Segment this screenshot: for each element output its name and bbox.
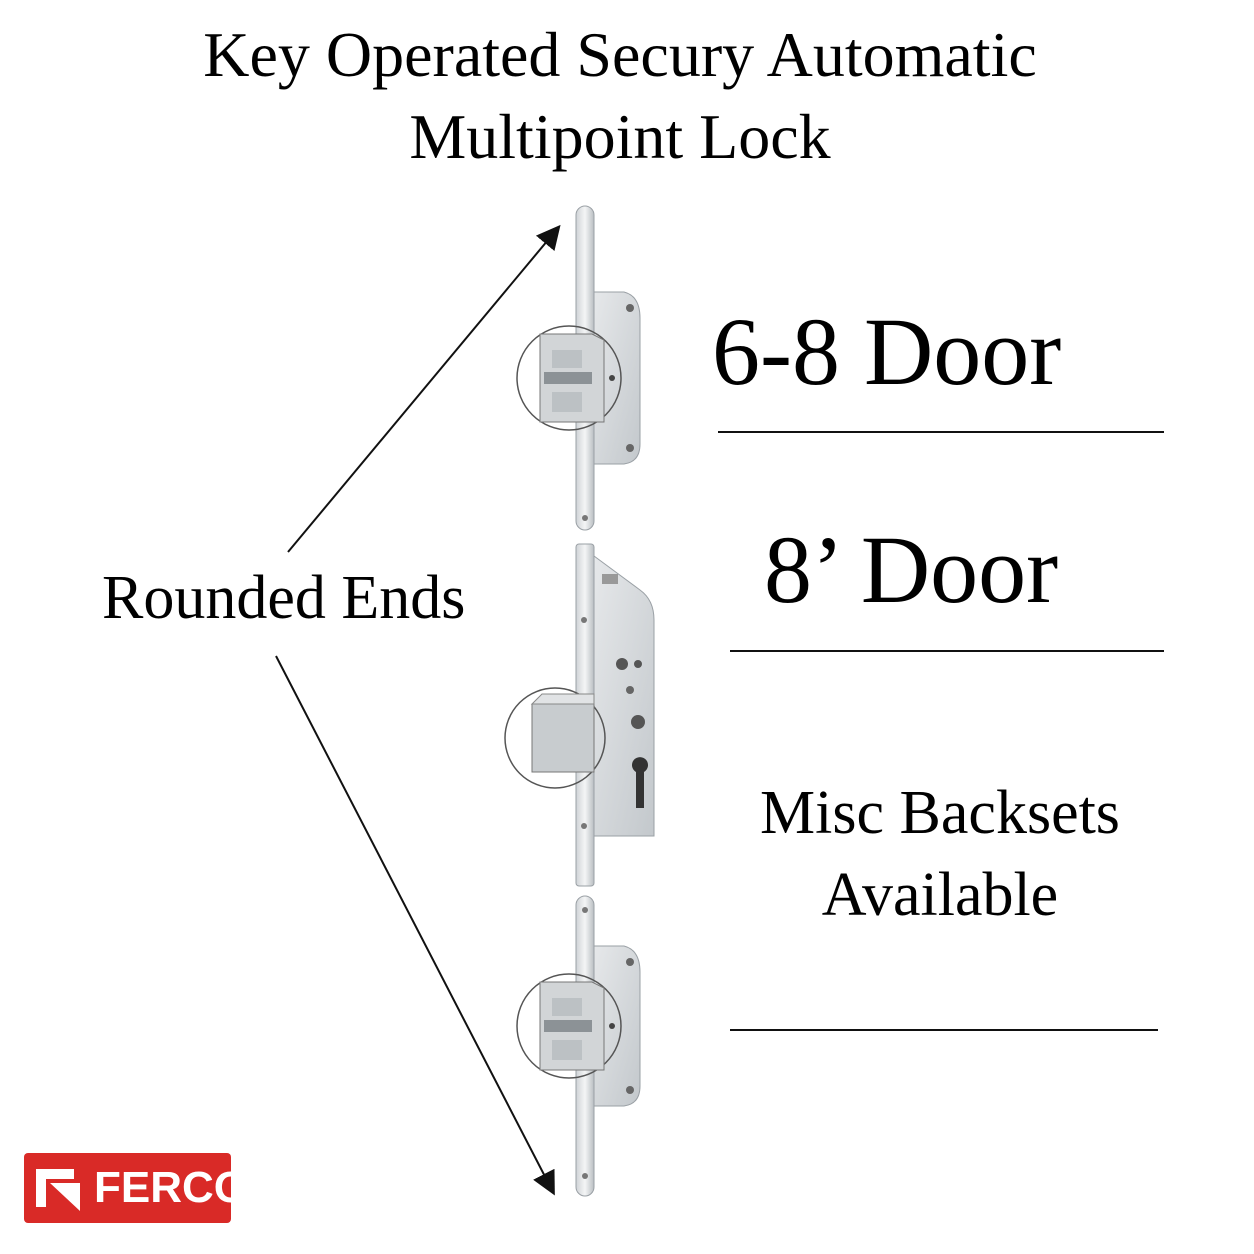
title-line-2: Multipoint Lock: [409, 101, 831, 172]
arrow-up-icon: [287, 224, 561, 553]
title-line-1: Key Operated Secury Automatic: [203, 19, 1037, 90]
rounded-ends-label: Rounded Ends: [102, 564, 466, 632]
page-title: Key Operated Secury Automatic Multipoint…: [0, 14, 1240, 178]
ferco-logo: FERCO: [24, 1153, 248, 1223]
misc-backsets-line-1: Misc Backsets: [760, 779, 1120, 847]
door-6-8-label: 6-8 Door: [712, 298, 1062, 405]
misc-backsets-line-2: Available: [821, 861, 1059, 929]
divider: [730, 650, 1164, 652]
misc-backsets-text: Misc Backsets Available: [730, 772, 1150, 936]
divider: [718, 431, 1164, 433]
arrow-down-icon: [275, 655, 555, 1196]
divider: [730, 1029, 1158, 1031]
door-8-label: 8’ Door: [764, 516, 1059, 623]
ferco-logo-text: FERCO: [94, 1163, 248, 1212]
ferco-logo-mark-icon: [36, 1169, 80, 1211]
